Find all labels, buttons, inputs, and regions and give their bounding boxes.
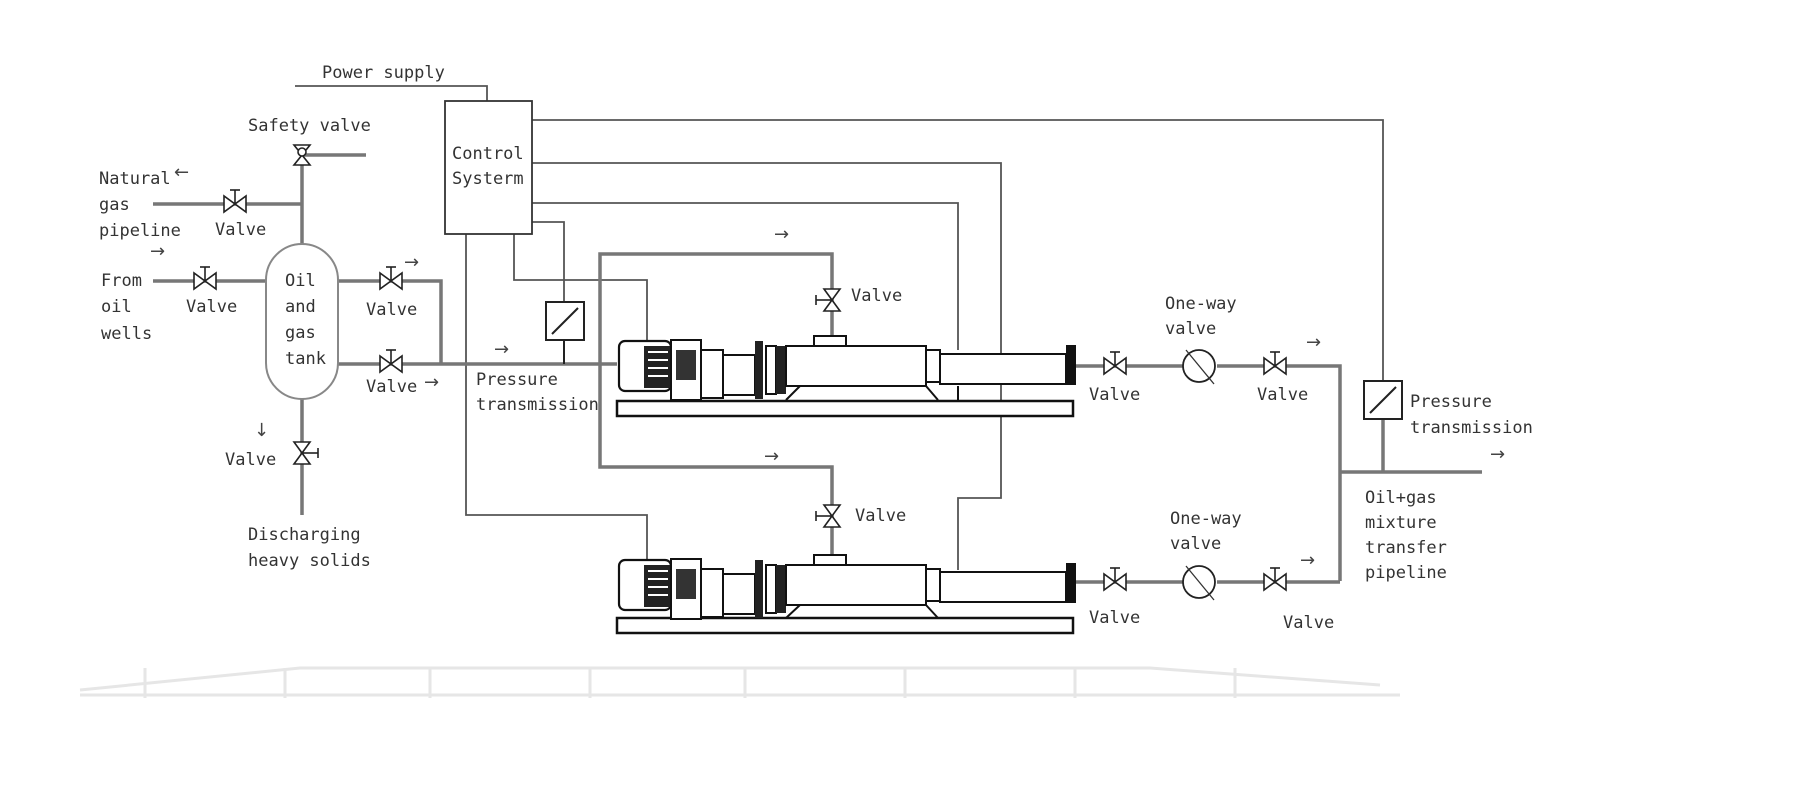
label-mixture-3: transfer — [1365, 538, 1447, 558]
arrow-natural-gas: ← — [174, 162, 189, 183]
arrow-tank-upper: → — [404, 252, 419, 273]
check-valve-top-icon — [1182, 349, 1216, 385]
safety-valve-icon — [292, 144, 312, 166]
label-from-wells-1: From — [101, 271, 142, 291]
label-from-wells-3: wells — [101, 324, 152, 344]
label-mixture-1: Oil+gas — [1365, 488, 1437, 508]
label-mixture-4: pipeline — [1365, 563, 1447, 583]
label-mixture-2: mixture — [1365, 513, 1437, 533]
arrow-bypass-top: → — [774, 224, 789, 245]
label-pressure-left-2: transmission — [476, 395, 599, 415]
valve-tank-bottom-icon — [292, 441, 319, 465]
label-oneway-bottom-2: valve — [1170, 534, 1221, 554]
valve-pump1-outlet-icon — [1103, 351, 1127, 376]
valve-tank-lower-icon — [379, 349, 403, 374]
arrow-discharge: ↓ — [254, 420, 269, 441]
check-valve-bottom-icon — [1182, 565, 1216, 601]
oil-gas-tank — [265, 243, 339, 400]
label-pressure-left-1: Pressure — [476, 370, 558, 390]
label-from-wells-2: oil — [101, 297, 132, 317]
arrow-main-line: → — [494, 339, 509, 360]
control-system-box — [444, 100, 533, 235]
label-valve-tank-bottom: Valve — [225, 450, 276, 470]
control-wires — [295, 85, 1384, 570]
flow-arrows: ← → → → → ↓ → → → → → — [150, 162, 1505, 571]
valve-pump1-after-check-icon — [1263, 351, 1287, 376]
label-natural-gas-3: pipeline — [99, 221, 181, 241]
label-tank-3: gas — [285, 323, 316, 343]
arrow-bypass-bottom: → — [764, 446, 779, 467]
label-discharging-2: heavy solids — [248, 551, 371, 571]
label-tank-4: tank — [285, 349, 326, 369]
label-valve-pump1-outlet: Valve — [1089, 385, 1140, 405]
valve-symbols — [193, 144, 1287, 592]
label-valve-pump2-after-check: Valve — [1283, 613, 1334, 633]
label-natural-gas-2: gas — [99, 195, 130, 215]
valve-bypass-upper-icon — [815, 288, 842, 312]
arrow-outlet-top: → — [1306, 332, 1321, 353]
label-valve-pump2-outlet: Valve — [1089, 608, 1140, 628]
label-control-system-1: Control — [452, 144, 524, 164]
label-valve-pump1-after-check: Valve — [1257, 385, 1308, 405]
screw-pump-bottom — [615, 554, 1076, 635]
label-valve-bypass-upper: Valve — [851, 286, 902, 306]
valve-pump2-outlet-icon — [1103, 567, 1127, 592]
valve-pump2-after-check-icon — [1263, 567, 1287, 592]
arrow-outlet-bottom: → — [1300, 550, 1315, 571]
label-valve-natural-gas: Valve — [215, 220, 266, 240]
screw-pump-top — [615, 335, 1076, 418]
valve-from-wells-icon — [193, 266, 217, 291]
pressure-transmitter-left — [545, 301, 585, 364]
arrow-from-wells: → — [150, 241, 165, 262]
label-pressure-right-2: transmission — [1410, 418, 1533, 438]
arrow-mixture-out: → — [1490, 444, 1505, 465]
label-tank-1: Oil — [285, 271, 316, 291]
label-oneway-bottom-1: One-way — [1170, 509, 1242, 529]
label-oneway-top-2: valve — [1165, 319, 1216, 339]
pressure-transmitter-right — [1363, 380, 1403, 420]
label-power-supply: Power supply — [322, 63, 445, 83]
label-tank-2: and — [285, 297, 316, 317]
label-pressure-right-1: Pressure — [1410, 392, 1492, 412]
valve-tank-upper-icon — [379, 266, 403, 291]
label-safety-valve: Safety valve — [248, 116, 371, 136]
valve-natural-gas-icon — [223, 189, 247, 214]
label-control-system-2: Systerm — [452, 169, 524, 189]
label-valve-tank-lower: Valve — [366, 377, 417, 397]
label-discharging-1: Discharging — [248, 525, 361, 545]
label-natural-gas-1: Natural — [99, 169, 171, 189]
labels: Power supply Safety valve Control Syster… — [99, 63, 1533, 633]
arrow-tank-lower: → — [424, 372, 439, 393]
label-valve-from-wells: Valve — [186, 297, 237, 317]
background-railing — [79, 666, 1400, 698]
valve-bypass-lower-icon — [815, 504, 842, 528]
label-valve-tank-upper: Valve — [366, 300, 417, 320]
label-valve-bypass-lower: Valve — [855, 506, 906, 526]
label-oneway-top-1: One-way — [1165, 294, 1237, 314]
